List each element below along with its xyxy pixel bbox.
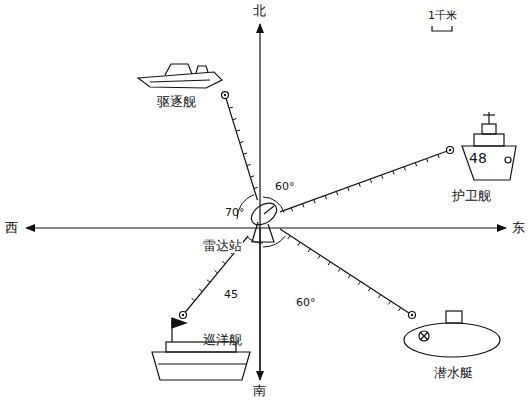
scale-bar [432,26,452,31]
angle-label: 60° [296,296,316,309]
ship-label: 驱逐舰 [157,94,196,109]
bearing-line [180,236,249,319]
cruiser-ship [152,318,250,380]
radar-node: 雷达站 [246,200,280,236]
bearing-line [280,229,416,318]
angle-arcs [237,195,285,247]
compass-west: 西 [5,220,18,235]
angle-label: 70° [225,206,245,219]
destroyer-node: 驱逐舰 [133,56,225,118]
compass-east: 东 [512,220,525,235]
submarine-node: 潜水艇 [412,315,505,387]
south-axis [259,228,260,380]
compass-south: 南 [253,383,266,398]
ship-label: 巡洋舰 [203,332,242,347]
submarine [404,311,500,357]
frigate-ship [462,112,516,180]
bearing-line [222,92,258,200]
west-axis [26,227,260,228]
scale-label: 1千米 [428,9,457,22]
east-axis [260,227,506,228]
cruiser-node: 巡洋舰 [183,315,260,385]
angle-label: 60° [275,180,295,193]
ship-label: 护卫舰 [452,188,491,203]
destroyer-ship [138,64,222,88]
ship-label: 雷达站 [202,238,243,253]
ship-label: 潜水艇 [434,365,473,380]
angle-label: 45 [224,288,238,301]
frigate-node: 护卫舰 [450,108,524,208]
hull-number: 48 [469,150,487,166]
radar-dish [247,199,280,242]
compass-north: 北 [253,3,266,18]
bearing-line [280,147,454,212]
